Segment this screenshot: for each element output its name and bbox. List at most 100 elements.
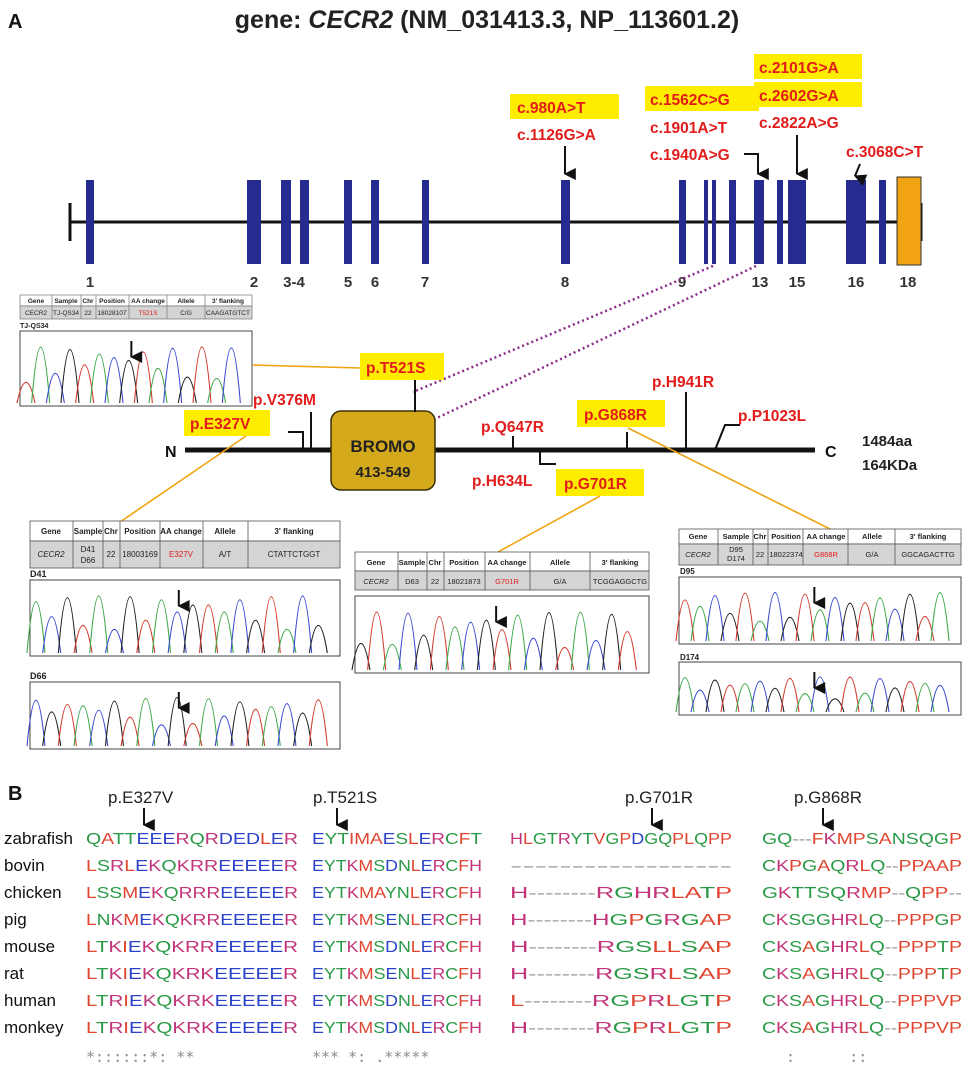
chromatogram-peak <box>825 596 845 642</box>
svg-text:Position: Position <box>99 298 125 305</box>
species-label: bovin <box>4 856 45 875</box>
svg-text:G/A: G/A <box>554 577 567 586</box>
exon-label: 15 <box>789 274 806 291</box>
cdna-mutation: c.3068C>T <box>846 144 924 161</box>
svg-text:Allele: Allele <box>177 298 195 305</box>
chromatogram-peak <box>705 595 725 642</box>
chromatogram-peak <box>414 634 434 671</box>
exon-5 <box>344 180 352 264</box>
exon-11 <box>712 180 716 264</box>
svg-text:GGCAGACTTG: GGCAGACTTG <box>901 550 955 559</box>
arrow-exon-13 <box>744 153 769 180</box>
svg-text:3' flanking: 3' flanking <box>274 527 313 536</box>
exon-14 <box>777 180 783 264</box>
species-label: mouse <box>4 937 55 956</box>
chromatogram-peak <box>870 678 890 713</box>
alignment-sequence: EYTKMSENLERCFH <box>312 912 482 929</box>
svg-text:D41: D41 <box>30 569 47 579</box>
svg-text:AA change: AA change <box>488 558 527 567</box>
protein-mutation-labels: p.T521S p.V376M p.E327V p.Q647R p.H634L … <box>184 353 806 496</box>
chromatogram-peak <box>840 676 860 713</box>
chromatogram-d95 <box>678 576 962 645</box>
svg-text:D174: D174 <box>680 653 700 662</box>
chromatogram-peak <box>42 711 62 747</box>
svg-text:CECR2: CECR2 <box>363 577 389 586</box>
chromatogram-peak <box>214 715 234 747</box>
chromatogram-peak <box>617 631 637 671</box>
cdna-mutation: c.1126G>A <box>517 127 596 144</box>
exon-label: 1 <box>86 274 94 291</box>
alignment-sequence: EYTKMSDNLERCFH <box>312 993 482 1010</box>
species-label: rat <box>4 964 24 983</box>
exon-6 <box>371 180 379 264</box>
chromatogram-peak <box>198 604 219 654</box>
chromatogram-peak <box>26 601 46 654</box>
svg-text:Gene: Gene <box>41 527 62 536</box>
exon-label: 7 <box>421 274 429 291</box>
svg-text:p.E327V: p.E327V <box>108 788 174 807</box>
alignment-sequence: EYTKMSENLERCFH <box>312 966 482 983</box>
chromatogram-peak <box>735 592 755 642</box>
exon-label: 9 <box>678 274 686 291</box>
chromatogram-peak <box>214 611 234 654</box>
svg-text:Chr: Chr <box>104 527 118 536</box>
exon-label: 13 <box>752 274 769 291</box>
svg-text:3' flanking: 3' flanking <box>602 558 639 567</box>
alignment-sequence: EYTKMSDNLERCFH <box>312 939 482 956</box>
svg-text:Sample: Sample <box>399 558 426 567</box>
chromatogram-peak <box>855 602 875 642</box>
chromatogram-peak <box>167 697 187 747</box>
protein-mutation: p.V376M <box>253 392 316 409</box>
exon-18 <box>896 176 922 266</box>
alignment-arrows <box>142 808 834 831</box>
exon-10 <box>704 180 708 264</box>
svg-text:Position: Position <box>449 558 479 567</box>
chromatogram-peak <box>293 712 313 747</box>
chromatogram-peak <box>16 381 36 404</box>
exon-label: 18 <box>900 274 917 291</box>
chromatogram-peak <box>221 347 241 404</box>
chromatogram-peak <box>675 599 695 642</box>
chromatogram-peak <box>765 592 785 642</box>
svg-text:G868R: G868R <box>814 550 838 559</box>
protein-mass: 164KDa <box>862 457 918 474</box>
cdna-mutation-labels: c.980A>T c.1126G>A c.1562C>G c.1901A>T c… <box>510 54 924 164</box>
highlight-box <box>754 54 862 79</box>
svg-text:22: 22 <box>107 550 116 559</box>
svg-text:AA change: AA change <box>160 527 202 536</box>
svg-text:*::::::*: **: *::::::*: ** <box>86 1048 194 1066</box>
svg-text:A/T: A/T <box>219 550 232 559</box>
cdna-mutation: c.980A>T <box>517 100 586 117</box>
protein-mutation: p.T521S <box>366 360 425 377</box>
chromatogram-peak <box>308 699 328 747</box>
exons <box>86 180 886 264</box>
chromatogram-peak <box>429 616 449 671</box>
alignment-sequence: HLGTRYTVGPDGQPLQPP <box>510 831 732 848</box>
svg-text:CTATTCTGGT: CTATTCTGGT <box>268 550 321 559</box>
chromatogram-peak <box>675 677 695 713</box>
chromatogram-peak <box>840 602 860 642</box>
exon-7 <box>422 180 429 264</box>
chromatogram-peak <box>104 357 124 404</box>
svg-text:TJ-QS34: TJ-QS34 <box>20 323 49 330</box>
chromatogram-peak <box>31 347 51 404</box>
protein-mutation: p.Q647R <box>481 419 544 436</box>
alignment-sequence: ------------------ <box>510 858 732 875</box>
svg-text:18003169: 18003169 <box>122 550 158 559</box>
chromatogram-peak <box>151 599 172 654</box>
highlight-box <box>556 469 644 496</box>
exon-4 <box>300 180 309 264</box>
